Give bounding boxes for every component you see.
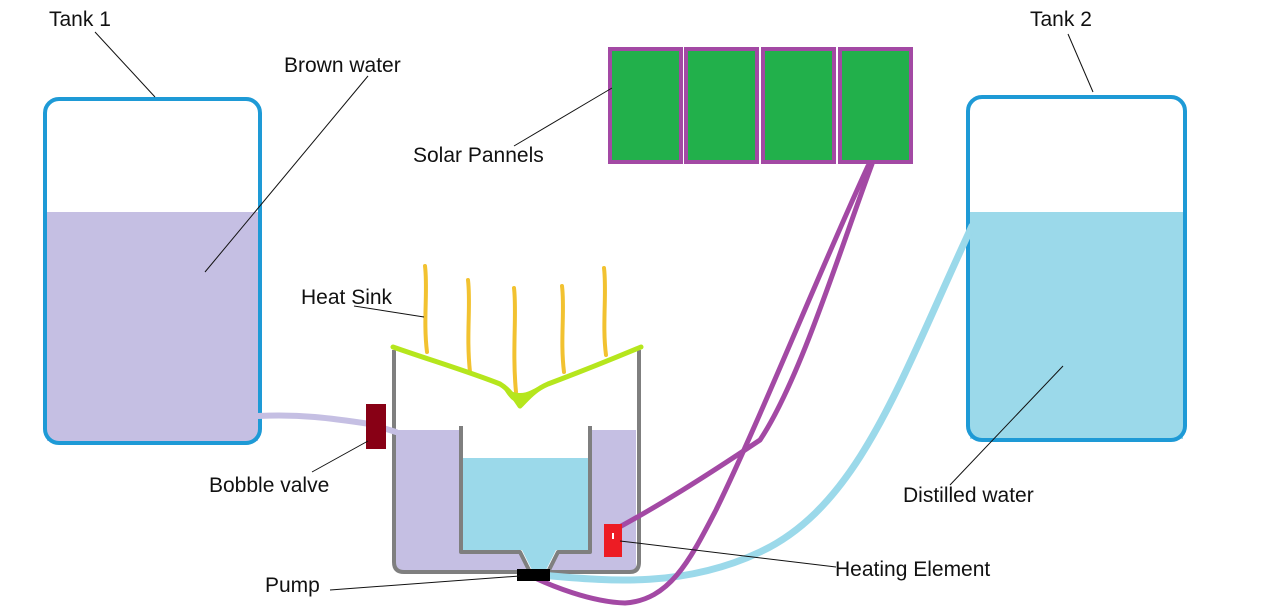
distilled-water-label: Distilled water [903,484,1034,507]
tank-2-water [970,212,1183,439]
distilled-water-leader [949,365,1064,486]
collected-distilled-water [463,458,588,550]
heat-sink-fin [423,264,429,354]
tank-1-label: Tank 1 [49,8,111,31]
distilled-water-pipe [536,222,976,584]
tank-2-leader [1067,33,1094,93]
bobble-valve-leader [311,440,369,473]
solar-panels [608,47,913,164]
pump-leader [329,575,521,591]
heat-sink-label: Heat Sink [301,286,393,309]
heating-element-leader [619,540,837,568]
tank-1 [43,97,262,445]
pump-label: Pump [265,574,320,597]
heating-element-mark [612,533,614,539]
tank-2 [966,95,1187,442]
heat-sink-leader [353,305,425,318]
solar-panel [684,47,759,164]
solar-panel [608,47,683,164]
solar-panels-label: Solar Pannels [413,144,544,167]
solar-wire [532,163,871,606]
tank-1-outline [43,97,262,445]
heat-sink-fin [602,266,608,357]
still-vessel [392,350,641,574]
bobble-valve-label: Bobble valve [209,474,329,497]
heat-sink-drip [502,386,538,403]
heat-sink-fin [512,286,518,394]
leader-lines [94,31,1094,591]
tank-1-leader [94,31,156,98]
bobble-valve [366,404,386,449]
heating-element-label: Heating Element [835,558,990,581]
brown-water-label: Brown water [284,54,401,77]
pump [517,569,550,581]
heat-sink-fin [466,278,472,374]
tank-2-label: Tank 2 [1030,8,1092,31]
heat-sink-plate [390,344,644,409]
solar-panel [761,47,836,164]
cup-neck-water [522,550,556,570]
solar-panels-leader [513,87,613,147]
solar-panel [838,47,913,164]
tank-2-outline [966,95,1187,442]
heat-sink-fin [560,284,566,374]
solar-wire [611,161,875,533]
heating-element [604,524,622,557]
heat-sink [390,264,644,409]
brown-water-leader [204,75,369,273]
